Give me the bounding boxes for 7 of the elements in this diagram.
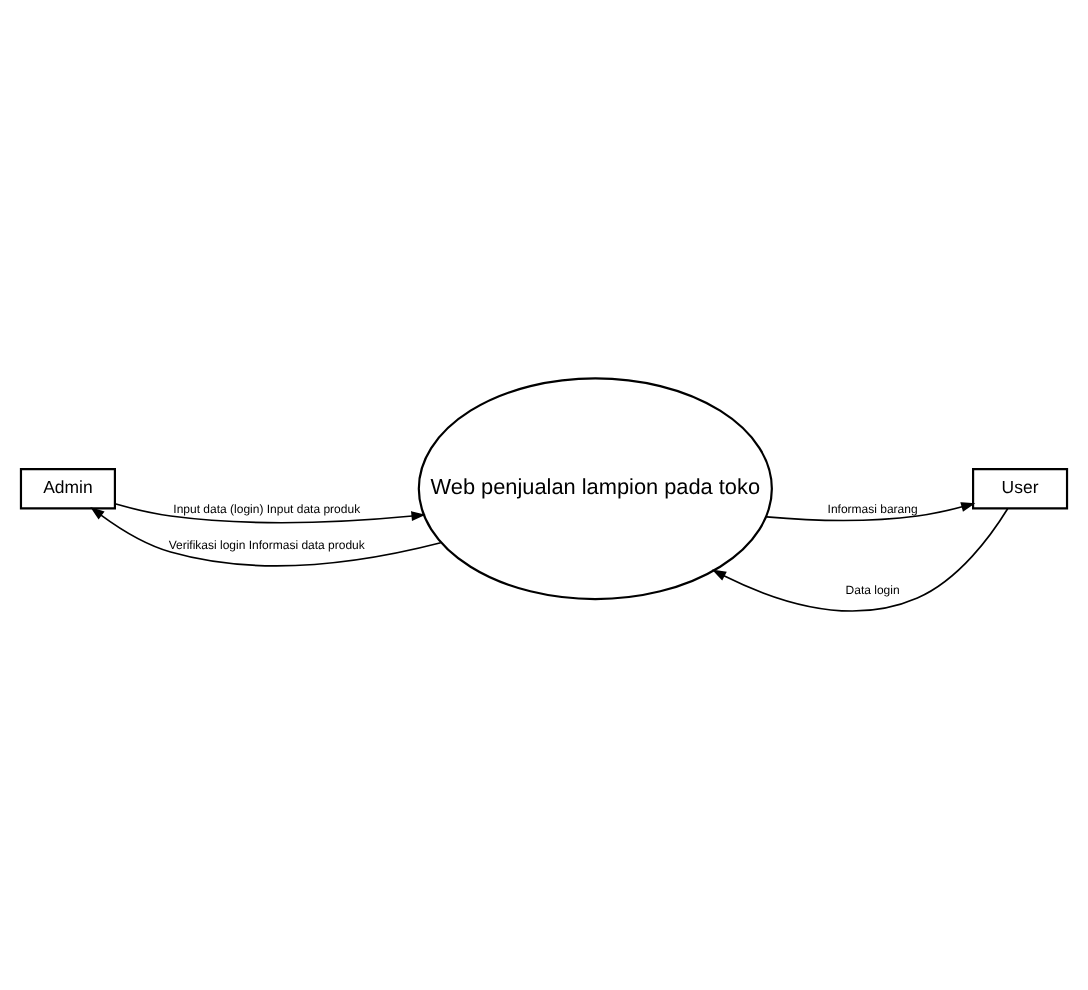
arrow <box>765 502 976 522</box>
arrow <box>114 503 426 524</box>
node-box: Admin <box>19 467 116 510</box>
arrow <box>711 507 1009 612</box>
arrow <box>90 507 442 567</box>
node-ellipse: Web penjualan lampion pada toko <box>417 377 773 601</box>
node-box: User <box>972 467 1069 510</box>
